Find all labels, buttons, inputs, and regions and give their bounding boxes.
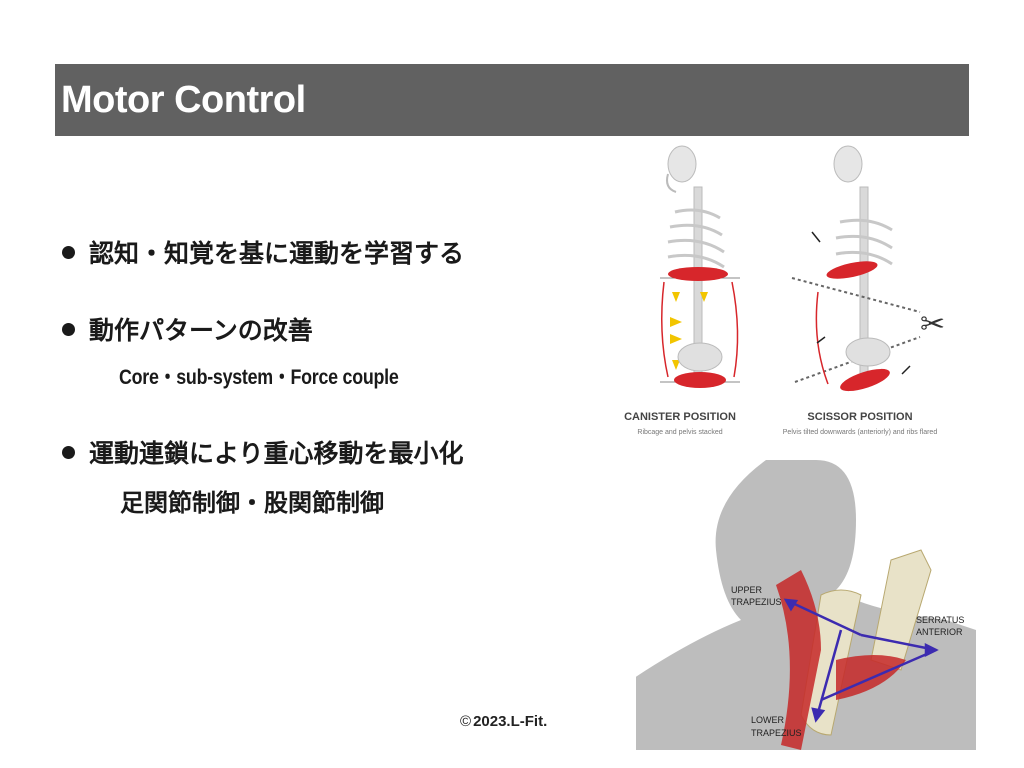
- copyright-footer: ©2023.L-Fit.: [460, 713, 547, 730]
- scapula-figure: UPPER TRAPEZIUS SERRATUS ANTERIOR LOWER …: [636, 460, 976, 750]
- bullet-dot: [62, 245, 75, 259]
- copyright-icon: ©: [460, 713, 472, 730]
- serratus-label-1: SERRATUS: [916, 615, 964, 625]
- bullet-dot: [62, 322, 75, 336]
- lower-trapezius-label-1: LOWER: [751, 715, 785, 725]
- bullet-text: 認知・知覚を基に運動を学習する: [89, 239, 465, 268]
- bullet-dot: [62, 445, 75, 459]
- scissors-icon: ✂: [920, 307, 945, 342]
- scissor-skeleton: ✂: [791, 145, 945, 392]
- bullet-sub-text: Core・sub-system・Force couple: [119, 366, 399, 389]
- canister-caption: CANISTER POSITION: [624, 411, 736, 423]
- bullet-text: 運動連鎖により重心移動を最小化: [89, 439, 464, 468]
- copyright-text: 2023.L-Fit.: [473, 713, 548, 730]
- scissor-subcaption: Pelvis tilted downwards (anteriorly) and…: [783, 429, 938, 436]
- bullet-item-3: 運動連鎖により重心移動を最小化: [62, 434, 464, 470]
- title-bar: Motor Control: [55, 64, 969, 136]
- bullet-item-2: 動作パターンの改善: [62, 311, 313, 347]
- scissor-caption: SCISSOR POSITION: [807, 411, 912, 423]
- bullet-sub-text: 足関節制御・股関節制御: [120, 489, 384, 517]
- canister-subcaption: Ribcage and pelvis stacked: [637, 429, 722, 436]
- canister-skeleton: [660, 145, 740, 388]
- lower-trapezius-label-2: TRAPEZIUS: [751, 728, 802, 738]
- upper-trapezius-label-1: UPPER: [731, 585, 763, 595]
- bullet-text: 動作パターンの改善: [89, 316, 313, 345]
- slide-title: Motor Control: [61, 78, 306, 121]
- bullet-item-1: 認知・知覚を基に運動を学習する: [62, 234, 464, 270]
- upper-trapezius-label-2: TRAPEZIUS: [731, 597, 782, 607]
- serratus-label-2: ANTERIOR: [916, 627, 963, 637]
- posture-figure: ✂ CANISTER POSITION Ribcage and pelvis s…: [624, 145, 945, 436]
